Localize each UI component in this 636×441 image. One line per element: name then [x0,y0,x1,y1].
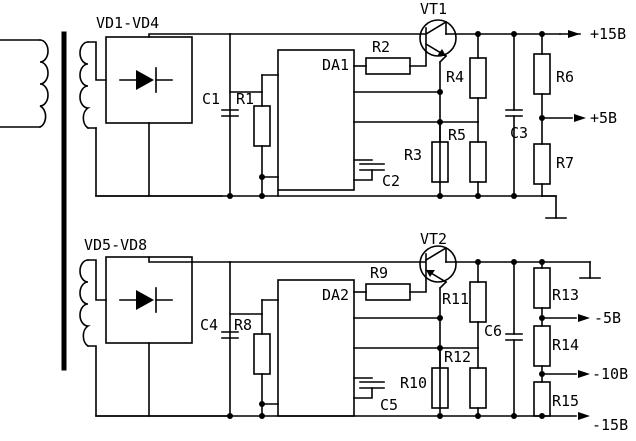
resistor-r5 [469,121,487,197]
secondary-winding-2 [79,259,91,348]
capacitor-c2 [353,159,385,181]
label-c4: C4 [200,316,218,334]
resistor-r10 [431,347,449,409]
label-r14: R14 [552,336,579,354]
transformer [0,31,91,371]
resistor-r2 [353,51,427,75]
label-r15: R15 [552,392,579,410]
label-r11: R11 [442,290,469,308]
resistor-r9 [353,277,427,301]
label-c1: C1 [202,90,220,108]
label-minus5: -5B [594,309,621,327]
label-vt1: VT1 [420,0,447,18]
label-vt2: VT2 [420,230,447,248]
label-r12: R12 [444,348,471,366]
label-r1: R1 [236,90,254,108]
label-c3: C3 [510,124,528,142]
label-c6: C6 [484,322,502,340]
label-r3: R3 [404,146,422,164]
capacitor-c4 [221,331,239,339]
capacitor-c3 [505,33,523,197]
lower-channel: VD5-VD8 C4 R8 [84,230,628,434]
label-plus15: +15B [590,25,626,43]
label-r10: R10 [400,374,427,392]
label-r9: R9 [370,264,388,282]
label-da1: DA1 [322,56,349,74]
resistor-r3 [431,121,449,183]
label-r5: R5 [448,126,466,144]
label-minus15: -15B [592,416,628,434]
label-c5: C5 [380,396,398,414]
label-r4: R4 [446,68,464,86]
label-minus10: -10B [592,365,628,383]
transistor-vt2 [419,245,457,290]
capacitor-c1 [221,109,239,117]
label-r6: R6 [556,68,574,86]
label-r7: R7 [556,154,574,172]
transistor-vt1 [419,19,457,64]
resistor-r15 [533,381,551,417]
resistor-r12 [469,347,487,417]
capacitor-c6 [505,261,523,417]
primary-winding [0,39,49,129]
label-vd1-vd4: VD1-VD4 [96,14,159,32]
upper-channel: VD1-VD4 C1 R1 [87,0,626,219]
resistor-r4 [469,33,487,123]
diode-bridge-vd1-vd4 [105,36,193,124]
label-plus5: +5B [590,109,617,127]
label-r8: R8 [234,316,252,334]
label-vd5-vd8: VD5-VD8 [84,236,147,254]
resistor-r7 [533,143,551,197]
resistor-r11 [469,261,487,349]
label-da2: DA2 [322,286,349,304]
secondary-winding-1 [79,41,91,130]
capacitor-c5 [353,377,385,399]
label-r2: R2 [372,38,390,56]
diode-bridge-vd5-vd8 [105,256,193,344]
label-c2: C2 [382,172,400,190]
resistor-r6 [533,33,551,145]
label-r13: R13 [552,286,579,304]
